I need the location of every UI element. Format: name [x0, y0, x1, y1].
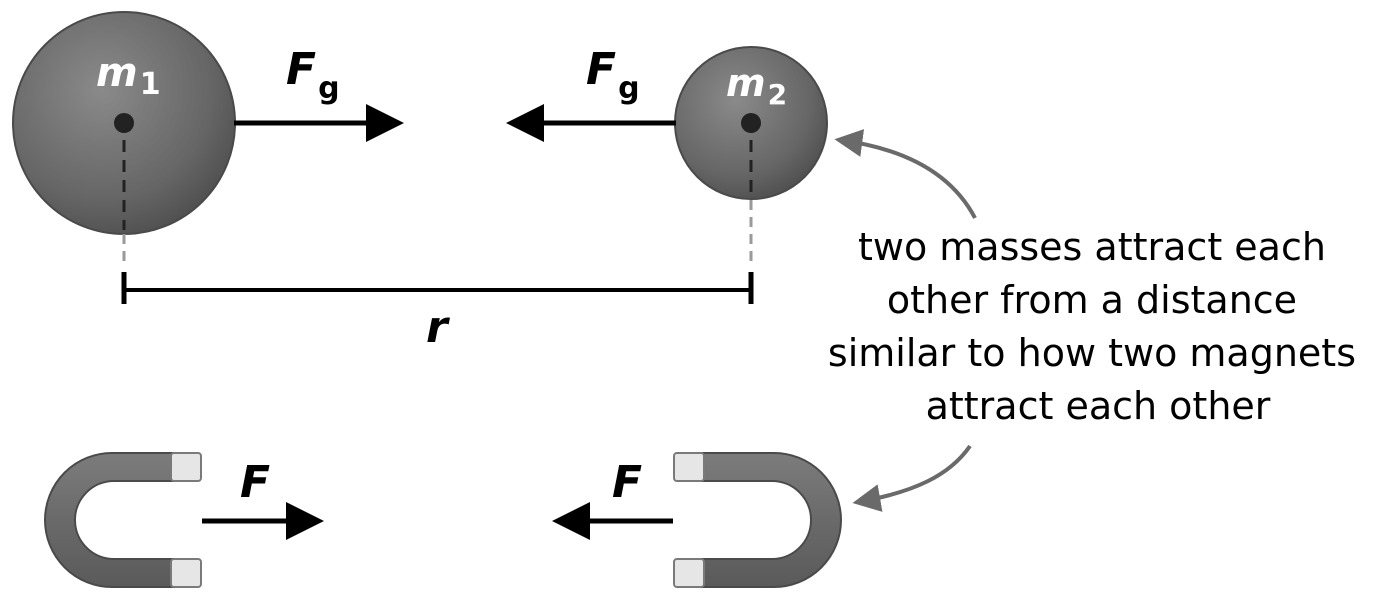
magnet-force-right: F — [552, 457, 673, 540]
magnet-force-right-arrowhead — [552, 502, 590, 540]
magnet-left-tip-top — [170, 452, 202, 482]
caption-line-1: two masses attract each — [858, 225, 1326, 269]
mass-2-center-dot — [741, 113, 761, 133]
magnet-force-left-arrowhead — [286, 502, 324, 540]
magnet-left-body — [44, 452, 176, 588]
caption-line-4: attract each other — [926, 384, 1271, 428]
caption-line-3: similar to how two magnets — [828, 331, 1356, 375]
magnet-force-right-label: F — [612, 457, 642, 508]
mass-2-label: m2 — [726, 61, 787, 111]
magnet-force-left-label: F — [240, 457, 270, 508]
magnet-left — [44, 452, 202, 588]
gravity-force-right-label: Fg — [586, 44, 640, 106]
distance-indicator: r — [121, 200, 754, 353]
magnet-right — [673, 452, 842, 588]
magnet-right-tip-bottom — [673, 558, 705, 588]
mass-1-label: m1 — [96, 50, 161, 102]
magnet-right-body — [700, 452, 842, 588]
gravity-force-right-arrowhead — [506, 104, 544, 142]
pointer-arrow-to-magnet — [852, 444, 972, 512]
caption: two masses attract each other from a dis… — [828, 225, 1368, 428]
magnet-left-tip-bottom — [170, 558, 202, 588]
mass-1-center-dot — [114, 113, 134, 133]
gravity-force-right: Fg — [506, 44, 676, 142]
magnet-force-left: F — [202, 457, 324, 540]
mass-2: m2 — [674, 46, 828, 200]
mass-1: m1 — [12, 11, 236, 235]
gravity-force-left-label: Fg — [286, 44, 340, 106]
caption-line-2: other from a distance — [887, 278, 1297, 322]
gravity-force-left: Fg — [234, 44, 404, 142]
gravity-force-left-arrowhead — [366, 104, 404, 142]
distance-label: r — [426, 302, 450, 353]
magnet-right-tip-top — [673, 452, 705, 482]
pointer-arrow-to-mass — [834, 129, 977, 219]
